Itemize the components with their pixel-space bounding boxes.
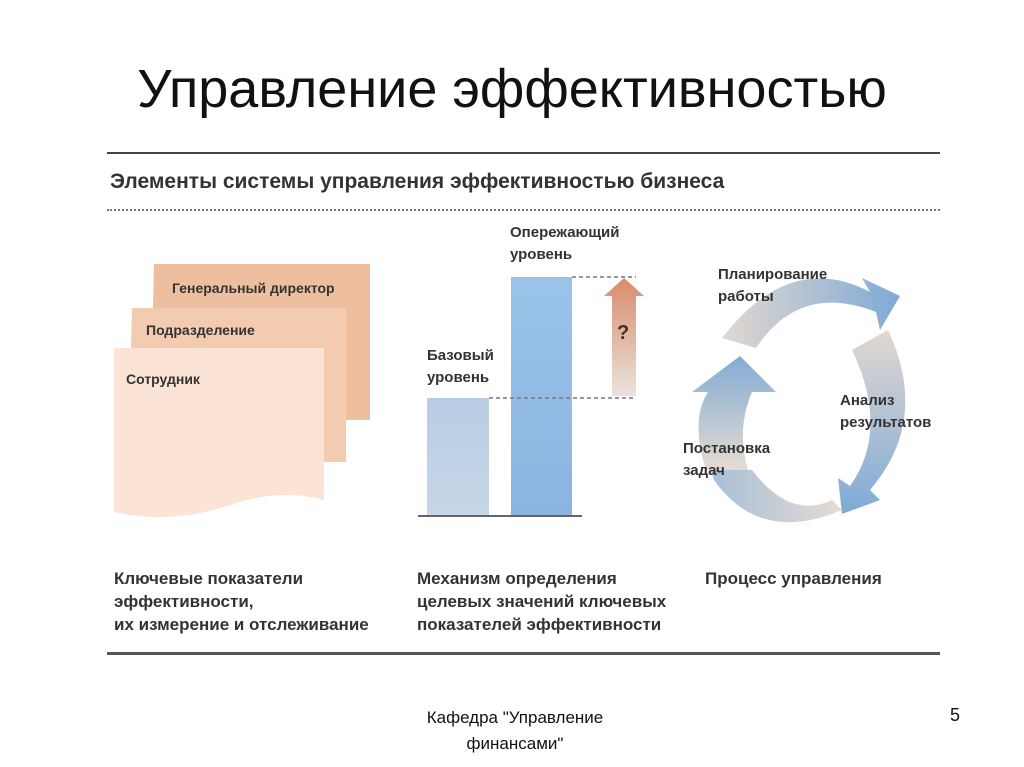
slide-number: 5 bbox=[950, 705, 961, 725]
base-level-bar bbox=[427, 398, 489, 516]
caption-target-mechanism: Механизм определения целевых значений кл… bbox=[417, 569, 667, 634]
label-planning: Планирование работы bbox=[718, 266, 828, 305]
cycle-arrow-left bbox=[692, 356, 776, 470]
footer-department: Кафедра "Управление финансами" bbox=[426, 708, 604, 753]
caption-kpi: Ключевые показатели эффективности, их из… bbox=[114, 569, 369, 634]
top-rule bbox=[107, 152, 940, 154]
slide-title: Управление эффективностью bbox=[137, 59, 887, 119]
label-director: Генеральный директор bbox=[172, 280, 335, 296]
dotted-rule bbox=[107, 209, 940, 211]
label-employee: Сотрудник bbox=[126, 371, 200, 387]
cycle-arrow-bottom bbox=[710, 468, 842, 523]
cycle-arrow-right bbox=[838, 330, 906, 514]
label-tasks: Постановка задач bbox=[683, 440, 771, 479]
cycle-arrow-top bbox=[722, 278, 900, 348]
label-base-level: Базовый уровень bbox=[427, 347, 494, 386]
leading-level-bar bbox=[511, 277, 572, 516]
label-leading-level: Опережающий уровень bbox=[510, 224, 620, 263]
caption-management-process: Процесс управления bbox=[705, 569, 882, 588]
panel-heading: Элементы системы управления эффективност… bbox=[110, 170, 725, 193]
bottom-rule bbox=[107, 652, 940, 655]
sheet-employee bbox=[114, 348, 324, 518]
org-sheets bbox=[114, 264, 370, 518]
management-cycle bbox=[692, 278, 906, 523]
question-mark: ? bbox=[617, 322, 630, 344]
label-division: Подразделение bbox=[146, 322, 255, 338]
question-arrow bbox=[604, 278, 644, 396]
target-levels-chart bbox=[418, 276, 644, 517]
label-analysis: Анализ результатов bbox=[840, 392, 932, 431]
